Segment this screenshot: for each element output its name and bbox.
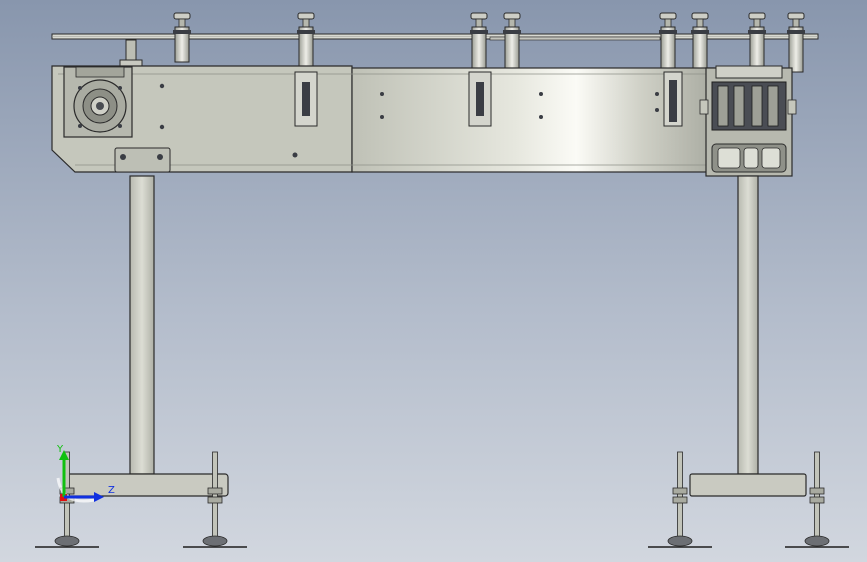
leveling-foot — [648, 451, 712, 548]
y-axis-arrow — [59, 450, 69, 460]
rail-post[interactable] — [691, 12, 709, 73]
rail-post[interactable] — [297, 12, 315, 73]
leveling-foot — [785, 451, 849, 548]
z-axis-arrow — [94, 492, 104, 502]
rail-post[interactable] — [787, 12, 805, 73]
idler-end-assembly — [699, 65, 797, 177]
y-axis-label: Y — [56, 444, 64, 455]
support-leg-right — [689, 175, 807, 497]
support-leg-left — [63, 175, 229, 497]
coordinate-triad[interactable]: Y Z — [56, 444, 115, 503]
rail-clamps — [294, 71, 683, 127]
gear-motor — [63, 66, 133, 138]
rail-post[interactable] — [470, 12, 488, 73]
rail-post[interactable] — [503, 12, 521, 69]
mount-plate — [119, 39, 143, 70]
rail-post[interactable] — [659, 12, 677, 73]
z-axis-label: Z — [108, 485, 115, 496]
conveyor-frame — [51, 65, 715, 173]
rail-post[interactable] — [173, 12, 191, 63]
rail-post[interactable] — [748, 12, 766, 73]
adjustable-feet — [35, 451, 849, 548]
leveling-foot — [183, 451, 247, 548]
x-axis-dot — [60, 494, 67, 501]
guide-rail-posts — [173, 12, 805, 73]
